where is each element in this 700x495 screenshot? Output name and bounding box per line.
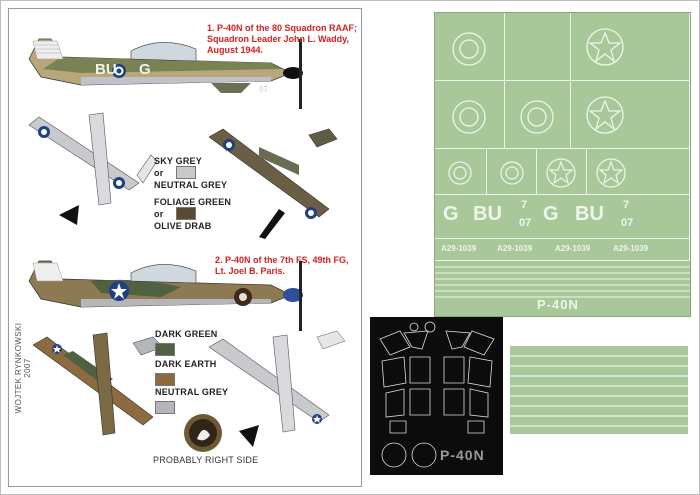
star-small-1 — [546, 158, 576, 188]
aircraft-2-underside-view — [208, 330, 346, 447]
mask-code-bu-2: BU — [575, 203, 604, 225]
aircraft-1-code-right: G — [139, 61, 151, 78]
swatch-olive-drab — [176, 207, 196, 220]
mask-code-g-2: G — [543, 203, 559, 225]
mask-cell-small-2 — [487, 149, 537, 195]
aircraft-2-side-view — [28, 260, 303, 331]
aircraft-2-caption: 2. P-40N of the 7th FS, 49th FG, Lt. Joe… — [215, 255, 349, 276]
mask-code-07-1: 07 — [519, 217, 532, 229]
roundel-outline-2 — [452, 100, 486, 134]
roundel-small-1 — [448, 161, 472, 185]
swatch-2-label-1: DARK EARTH — [155, 359, 217, 369]
mask-cell-roundel-1 — [435, 13, 505, 81]
mask-cell-star-2 — [571, 81, 690, 149]
swatch-1-label-1: or — [154, 168, 164, 178]
canopy-mask-shapes — [379, 321, 495, 468]
mask-cell-roundel-3 — [505, 81, 571, 149]
canopy-sheet-title: P-40N — [440, 447, 485, 463]
mask-cell-small-4 — [587, 149, 690, 195]
star-outline-2 — [586, 96, 624, 134]
mask-cell-small-1 — [435, 149, 487, 195]
nose-art-detail — [184, 414, 222, 452]
mask-sheet-title: P-40N — [537, 297, 579, 312]
mask-cell-small-3 — [537, 149, 587, 195]
aircraft-1-caption: 1. P-40N of the 80 Squadron RAAF; Squadr… — [207, 23, 358, 55]
mask-cell-serials — [435, 239, 690, 261]
mask-sheet: G BU 7 07 G BU 7 07 A29-1039 A29-1039 A2… — [434, 12, 691, 317]
mask-code-bu-1: BU — [473, 203, 502, 225]
aircraft-2-topside-view — [32, 332, 164, 436]
swatch-2-label-2: NEUTRAL GREY — [155, 387, 229, 397]
roundel-small-2 — [500, 161, 524, 185]
mask-code-07-2: 07 — [621, 217, 634, 229]
footnote: PROBABLY RIGHT SIDE — [153, 455, 259, 465]
swatch-1-label-4: or — [154, 209, 164, 219]
swatch-dark-green — [155, 343, 175, 356]
mask-cell-codes — [435, 195, 690, 239]
swatch-1-label-2: NEUTRAL GREY — [154, 180, 228, 190]
roundel-outline-3 — [520, 100, 554, 134]
mask-serial-2: A29-1039 — [497, 244, 533, 253]
mask-cell-star-1 — [571, 13, 690, 81]
mask-code-7-2: 7 — [623, 199, 630, 211]
stripe-sheet — [510, 346, 688, 434]
aircraft-1-serial: 07 — [259, 85, 268, 94]
swatch-1-label-0: SKY GREY — [154, 156, 202, 166]
aircraft-1-side-view — [28, 38, 303, 109]
star-small-2 — [596, 158, 626, 188]
swatch-1-label-3: FOLIAGE GREEN — [154, 197, 232, 207]
swatch-2-label-0: DARK GREEN — [155, 329, 218, 339]
swatch-dark-earth — [155, 373, 175, 386]
mask-code-7-1: 7 — [521, 199, 528, 211]
mask-serial-4: A29-1039 — [613, 244, 649, 253]
aircraft-1-topside-view — [208, 128, 338, 239]
mask-serial-3: A29-1039 — [555, 244, 591, 253]
swatch-1-label-5: OLIVE DRAB — [154, 221, 212, 231]
mask-stripes — [435, 266, 690, 298]
swatch-sky-grey — [176, 166, 196, 179]
star-outline-1 — [586, 28, 624, 66]
aircraft-1-underside-view — [28, 112, 158, 225]
mask-cell-blank-1 — [505, 13, 571, 81]
aircraft-1-code-left: BU — [95, 61, 117, 78]
mask-serial-1: A29-1039 — [441, 244, 477, 253]
canopy-mask-sheet: P-40N — [370, 317, 503, 475]
roundel-outline-1 — [452, 32, 486, 66]
painting-guide-page: BU G 07 1. P-40N of the 80 Squadron RAAF… — [8, 8, 362, 487]
mask-cell-roundel-2 — [435, 81, 505, 149]
swatch-neutral-grey — [155, 401, 175, 414]
mask-code-g-1: G — [443, 203, 459, 225]
